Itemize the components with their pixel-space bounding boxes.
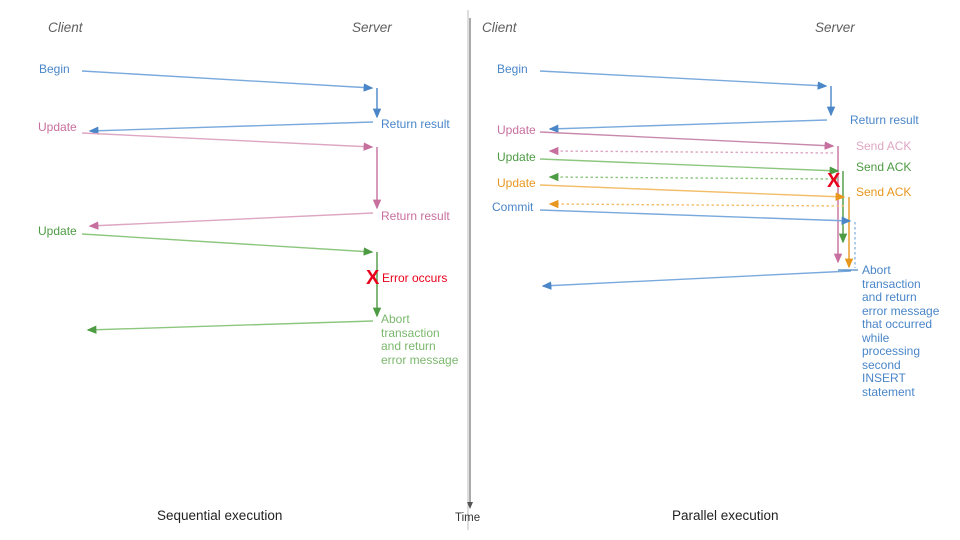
parallel-server-label-send-ack-2: Send ACK <box>856 160 912 174</box>
parallel-client-header: Client <box>482 20 517 35</box>
sequential-panel-arrows <box>81 70 382 334</box>
message-update3-par <box>539 184 854 269</box>
parallel-error-x-icon: X <box>827 170 841 192</box>
message-update1-seq <box>81 132 382 230</box>
parallel-caption: Parallel execution <box>672 508 779 523</box>
parallel-server-label-abort: Abort transaction and return error messa… <box>862 263 940 399</box>
message-update2-par <box>539 158 848 244</box>
sequential-client-label-update2: Update <box>38 224 77 238</box>
message-begin-seq <box>81 70 382 135</box>
sequential-client-label-begin: Begin <box>39 62 70 76</box>
parallel-server-label-send-ack-3: Send ACK <box>856 185 912 199</box>
message-begin-par <box>539 70 836 133</box>
parallel-client-label-begin: Begin <box>497 62 528 76</box>
message-commit-par <box>539 209 858 290</box>
parallel-client-label-update1: Update <box>497 123 536 137</box>
sequential-client-header: Client <box>48 20 83 35</box>
sequential-error-label: Error occurs <box>382 271 448 285</box>
message-update2-seq <box>81 233 382 334</box>
parallel-server-label-return-result: Return result <box>850 113 919 127</box>
parallel-client-label-update3: Update <box>497 176 536 190</box>
parallel-client-label-update2: Update <box>497 150 536 164</box>
sequential-caption: Sequential execution <box>157 508 283 523</box>
sequential-client-label-update1: Update <box>38 120 77 134</box>
parallel-server-label-send-ack-1: Send ACK <box>856 139 912 153</box>
sequential-server-label-abort: Abort transaction and return error messa… <box>381 312 459 367</box>
parallel-server-header: Server <box>815 20 855 35</box>
sequential-error-x-icon: X <box>366 267 380 289</box>
parallel-client-label-commit: Commit <box>492 200 534 214</box>
sequential-server-label-return-result-2: Return result <box>381 209 450 223</box>
sequential-server-header: Server <box>352 20 392 35</box>
time-axis-label: Time <box>455 512 481 524</box>
parallel-panel-arrows <box>539 70 858 290</box>
message-update1-par <box>539 131 843 264</box>
sequential-server-label-return-result-1: Return result <box>381 117 450 131</box>
